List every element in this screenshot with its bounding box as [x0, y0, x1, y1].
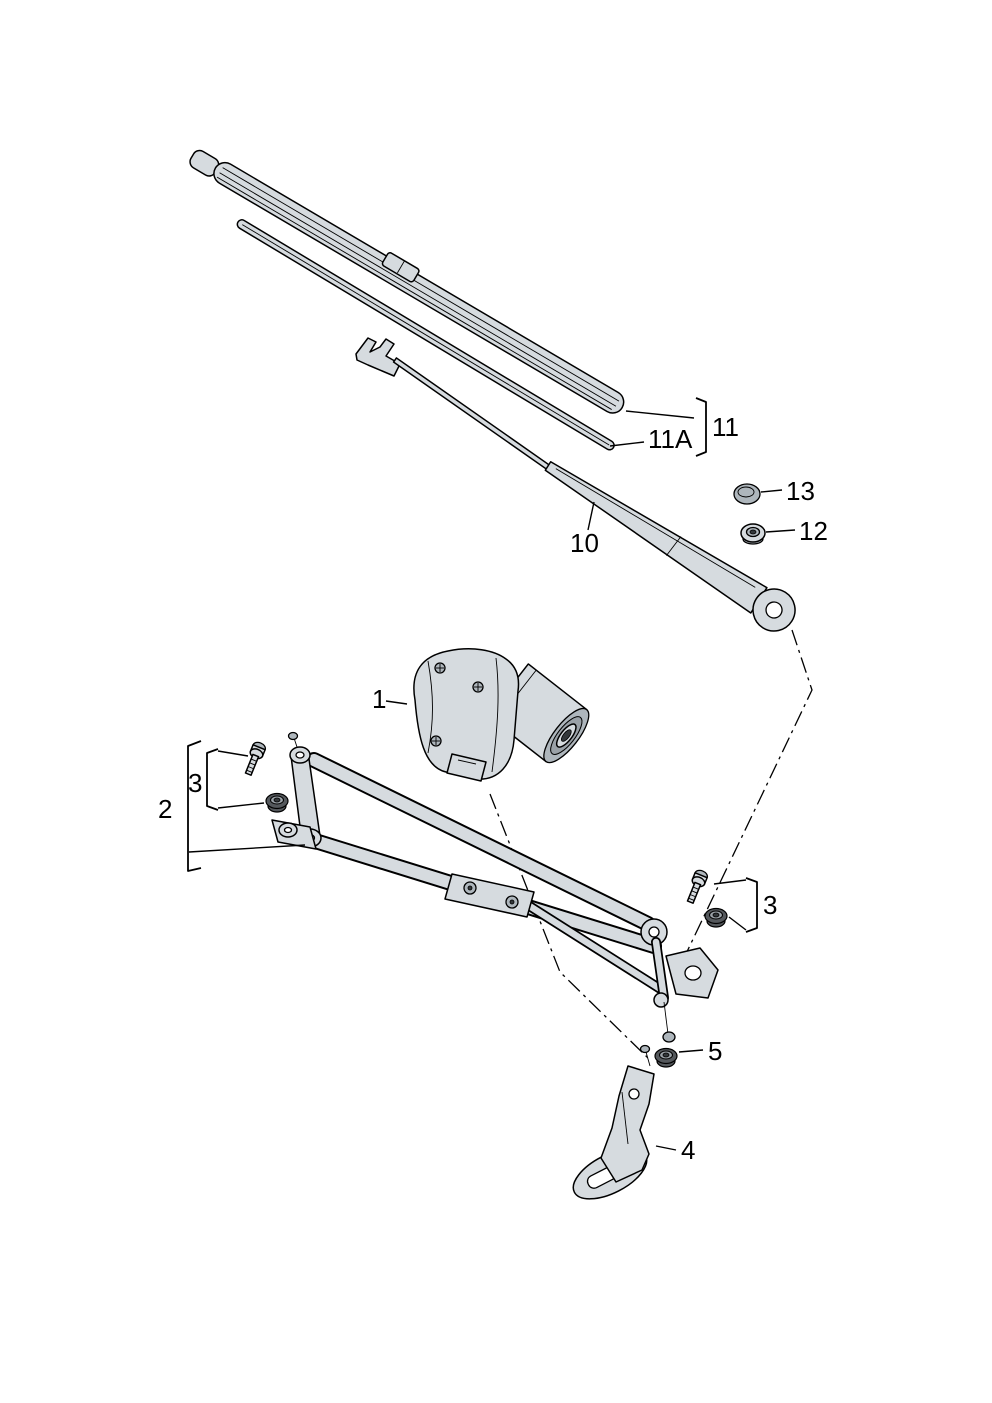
callout-blade: 11A 11 — [609, 397, 739, 457]
leader-line-grommet-5 — [678, 1049, 704, 1053]
leader-line-grommet-left — [217, 802, 265, 809]
leader-line-wiper-arm — [587, 501, 595, 531]
leader-line-blade-rubber — [609, 441, 645, 447]
bracket-screw-grommet-right — [745, 877, 758, 933]
leader-line-nut — [765, 529, 796, 533]
part-label-wiper-arm: 10 — [570, 528, 599, 558]
linkage-left-lower-lug — [271, 819, 317, 850]
cap: 13 — [733, 476, 815, 506]
part-label-cap: 13 — [786, 476, 815, 506]
motor-screw-bosses — [430, 662, 484, 747]
leader-line-blade — [625, 410, 695, 419]
wiper-linkage: 2 — [158, 731, 719, 1043]
wiper-blade-rubber — [236, 219, 615, 451]
linkage-center-plate — [444, 873, 535, 918]
part-label-blade: 11 — [712, 412, 739, 442]
grommet-right — [704, 907, 728, 928]
wiper-motor: 1 — [372, 648, 590, 782]
screw-grommet-right: 3 — [686, 869, 777, 933]
leader-line-cap — [760, 489, 783, 493]
wiper-arm: 10 — [355, 337, 796, 632]
leader-line-motor — [385, 700, 408, 705]
bracket-blade-group — [695, 397, 707, 457]
bracket-body — [600, 1065, 655, 1183]
bracket-screw-grommet-left — [206, 748, 219, 811]
wiper-arm-hook — [355, 337, 401, 377]
part-label-nut: 12 — [799, 516, 828, 546]
motor-connector — [446, 753, 487, 782]
mounting-bracket: 4 — [572, 1044, 695, 1200]
wiper-blade — [189, 149, 625, 414]
grommet-5: 5 — [654, 1036, 722, 1068]
screw-left — [244, 741, 267, 776]
leader-line-grommet-right — [728, 916, 747, 931]
nut: 12 — [740, 516, 828, 546]
part-label-screw-grommet-left: 3 — [188, 768, 202, 798]
screw-right — [686, 869, 709, 904]
part-label-blade-rubber: 11A — [648, 424, 693, 454]
leader-line-bracket — [655, 1145, 677, 1151]
assembly-axis-arm-to-linkage — [683, 629, 813, 959]
part-label-bracket: 4 — [681, 1135, 695, 1165]
part-label-linkage: 2 — [158, 794, 172, 824]
grommet-left — [265, 792, 289, 813]
part-label-grommet: 5 — [708, 1036, 722, 1066]
motor-gearbox — [413, 648, 520, 780]
part-label-motor: 1 — [372, 684, 386, 714]
linkage-right-pivot — [640, 918, 719, 1043]
bracket-linkage — [187, 740, 202, 872]
leader-line-screw-right — [713, 879, 747, 885]
screw-grommet-left: 3 — [188, 741, 289, 813]
leader-line-linkage — [188, 844, 306, 853]
leader-line-screw-left — [217, 750, 249, 757]
part-label-screw-grommet-right: 3 — [763, 890, 777, 920]
